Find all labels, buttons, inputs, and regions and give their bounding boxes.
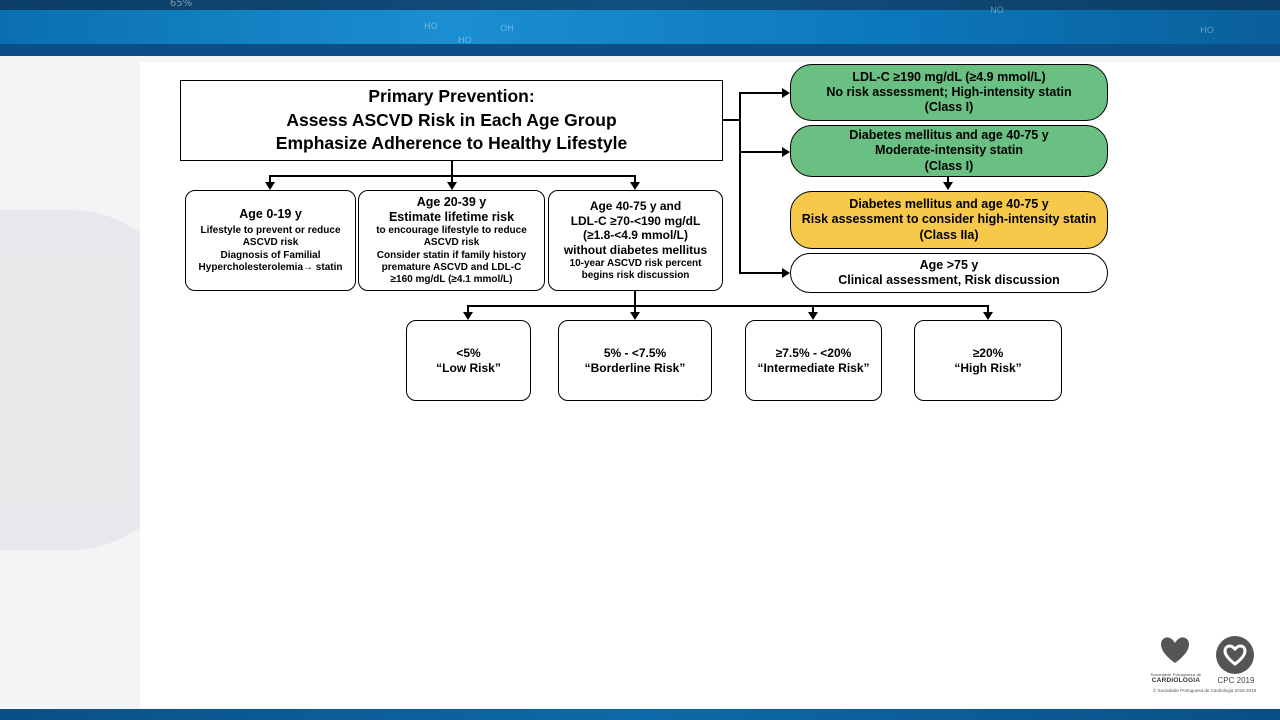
diabetes-moderate-box: Diabetes mellitus and age 40-75 y Modera…: [790, 125, 1108, 177]
main-title-line-2: Assess ASCVD Risk in Each Age Group: [286, 109, 617, 130]
arrow-down-icon: [447, 182, 457, 190]
ldl-190-box: LDL-C ≥190 mg/dL (≥4.9 mmol/L) No risk a…: [790, 64, 1108, 121]
cpc-heart-icon: [1223, 644, 1247, 666]
right-box-line: (Class IIa): [919, 227, 979, 242]
risk-range: ≥7.5% - <20%: [775, 345, 852, 360]
risk-range: ≥20%: [972, 345, 1004, 360]
chem-label: OH: [500, 24, 514, 34]
main-title-line-1: Primary Prevention:: [368, 86, 535, 107]
arrow-down-icon: [983, 312, 993, 320]
main-title-line-3: Emphasize Adherence to Healthy Lifestyle: [275, 133, 628, 154]
risk-range: <5%: [456, 345, 481, 360]
arrow-down-icon: [943, 182, 953, 190]
arrow-down-icon: [808, 312, 818, 320]
age-40-75-box: Age 40-75 y and LDL-C ≥70-<190 mg/dL (≥1…: [548, 190, 723, 291]
age-line: ≥160 mg/dL (≥4.1 mmol/L): [390, 274, 513, 286]
connector: [739, 92, 741, 274]
header-band: [0, 44, 1280, 56]
connector: [467, 305, 989, 307]
chem-label: HO: [424, 22, 438, 32]
connector: [451, 161, 453, 176]
right-box-line: LDL-C ≥190 mg/dL (≥4.9 mmol/L): [852, 69, 1046, 84]
risk-intermediate-box: ≥7.5% - <20% “Intermediate Risk”: [745, 320, 882, 401]
chem-label: HO: [458, 36, 472, 46]
chem-label: HO: [1200, 26, 1214, 36]
spc-logo-text: Sociedade Portuguesa de CARDIOLOGIA: [1150, 672, 1202, 684]
connector: [634, 175, 636, 183]
arrow-right-icon: [782, 147, 790, 157]
connector: [634, 305, 636, 313]
age-line: to encourage lifestyle to reduce: [376, 225, 527, 237]
age-heading: LDL-C ≥70-<190 mg/dL: [570, 213, 701, 228]
cpc-logo-text: CPC 2019: [1217, 676, 1255, 685]
age-line: premature ASCVD and LDL-C: [381, 261, 522, 273]
connector: [947, 177, 949, 183]
connector: [451, 175, 453, 183]
risk-borderline-box: 5% - <7.5% “Borderline Risk”: [558, 320, 712, 401]
right-box-line: (Class I): [924, 100, 974, 115]
header-percent: 65%: [170, 0, 193, 9]
age-20-39-box: Age 20-39 y Estimate lifetime risk to en…: [358, 190, 545, 291]
connector: [467, 305, 469, 313]
age-line: Diagnosis of Familial: [220, 249, 321, 261]
right-box-line: Clinical assessment, Risk discussion: [838, 273, 1060, 287]
connector: [269, 175, 271, 183]
arrow-down-icon: [463, 312, 473, 320]
age-heading: Age 40-75 y and: [589, 199, 682, 214]
right-box-line: (Class I): [924, 158, 974, 173]
right-box-line: Diabetes mellitus and age 40-75 y: [849, 197, 1049, 212]
connector: [739, 151, 783, 153]
risk-low-box: <5% “Low Risk”: [406, 320, 531, 401]
diabetes-high-intensity-box: Diabetes mellitus and age 40-75 y Risk a…: [790, 191, 1108, 249]
connector: [812, 305, 814, 313]
connector: [739, 272, 783, 274]
risk-label: “Borderline Risk”: [584, 360, 686, 375]
cpc-logo-icon: [1216, 636, 1254, 674]
right-box-line: Moderate-intensity statin: [875, 143, 1023, 158]
connector: [723, 119, 740, 121]
arrow-down-icon: [630, 312, 640, 320]
connector: [634, 291, 636, 306]
age-heading: (≥1.8-<4.9 mmol/L): [583, 228, 688, 243]
spc-name: CARDIOLOGIA: [1151, 677, 1201, 684]
connector: [739, 92, 783, 94]
age-line: begins risk discussion: [581, 269, 690, 281]
age-heading: Age 0-19 y: [239, 207, 302, 221]
age-line: Lifestyle to prevent or reduce: [200, 225, 341, 237]
age-heading: Age 20-39 y: [416, 194, 487, 209]
risk-label: “High Risk”: [954, 360, 1022, 375]
footer-band: [0, 709, 1280, 720]
risk-range: 5% - <7.5%: [603, 345, 667, 360]
chem-label: NO: [990, 6, 1004, 16]
risk-label: “Low Risk”: [436, 360, 501, 375]
primary-prevention-box: Primary Prevention: Assess ASCVD Risk in…: [180, 80, 723, 161]
arrow-right-icon: [782, 88, 790, 98]
spc-small-text: Sociedade Portuguesa de: [1150, 672, 1202, 677]
right-box-line: Diabetes mellitus and age 40-75 y: [849, 128, 1049, 143]
age-line: ASCVD risk: [242, 237, 299, 249]
right-box-line: Risk assessment to consider high-intensi…: [801, 212, 1097, 227]
risk-high-box: ≥20% “High Risk”: [914, 320, 1062, 401]
age-line: 10-year ASCVD risk percent: [569, 257, 702, 269]
header-banner: 65% HO HO OH NO HO: [0, 0, 1280, 56]
spc-heart-icon: [1161, 637, 1189, 663]
right-box-line: No risk assessment; High-intensity stati…: [826, 84, 1072, 99]
risk-label: “Intermediate Risk”: [757, 360, 870, 375]
arrow-right-icon: [782, 268, 790, 278]
age-line: Consider statin if family history: [376, 249, 527, 261]
arrow-down-icon: [265, 182, 275, 190]
right-box-line: Age >75 y: [919, 257, 979, 272]
copyright-text: © Sociedade Portuguesa de Cardiologia 20…: [1153, 688, 1257, 693]
header-strip: [0, 0, 1280, 10]
age-line: Hypercholesterolemia→ statin: [198, 261, 343, 273]
logos: Sociedade Portuguesa de CARDIOLOGIA CPC …: [1150, 632, 1266, 698]
age-over-75-box: Age >75 y Clinical assessment, Risk disc…: [790, 253, 1108, 293]
age-heading: Estimate lifetime risk: [388, 210, 515, 225]
arrow-down-icon: [630, 182, 640, 190]
age-heading: without diabetes mellitus: [563, 242, 708, 257]
connector: [987, 305, 989, 313]
age-line: ASCVD risk: [423, 237, 480, 249]
age-0-19-box: Age 0-19 y Lifestyle to prevent or reduc…: [185, 190, 356, 291]
